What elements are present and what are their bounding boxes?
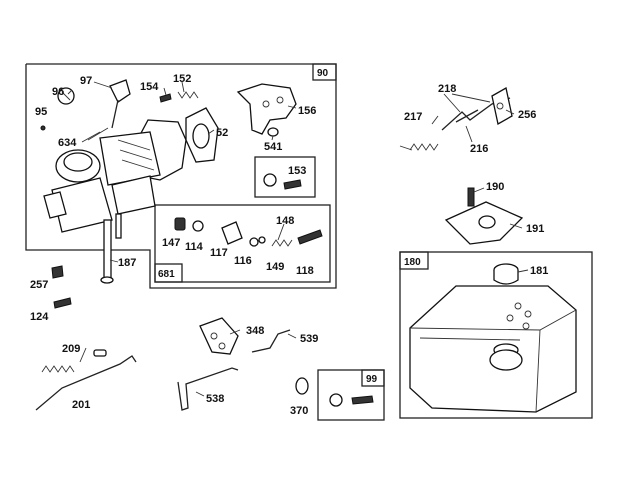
label-124: 124 [30, 311, 49, 323]
choke-lever [109, 79, 131, 103]
nut-99 [329, 393, 343, 407]
label-154: 154 [140, 81, 159, 93]
label-257: 257 [30, 279, 48, 291]
carb-kit-ref: 90 [317, 68, 329, 79]
tank-kit-ref-box [399, 251, 429, 270]
label-149: 149 [266, 261, 284, 273]
screw-257 [51, 265, 64, 279]
screw-95 [40, 125, 46, 131]
seal-kit-parts [174, 217, 323, 247]
label-118: 118 [296, 265, 314, 277]
label-370: 370 [290, 405, 308, 417]
label-96: 96 [52, 86, 64, 98]
label-634: 634 [58, 137, 77, 149]
label-116: 116 [234, 255, 252, 267]
seal-kit-ref: 681 [158, 269, 175, 280]
tank-kit-frame [399, 251, 593, 419]
label-348: 348 [246, 325, 264, 337]
label-148: 148 [276, 215, 294, 227]
seal-kit-ref-box [154, 263, 183, 283]
label-95: 95 [35, 106, 47, 118]
label-114: 114 [185, 241, 204, 253]
label-147: 147 [162, 237, 180, 249]
label-181: 181 [530, 265, 548, 277]
link-539 [251, 329, 291, 353]
label-201: 201 [72, 399, 90, 411]
fastener-kit-ref-box [361, 369, 385, 387]
label-217: 217 [404, 111, 422, 123]
carburetor-body [43, 119, 187, 284]
fuel-tank [409, 263, 577, 413]
washer-541 [267, 127, 279, 137]
label-256: 256 [518, 109, 536, 121]
governor-linkage [399, 86, 513, 151]
carb-kit-ref-box [312, 63, 337, 81]
screw-spring [159, 91, 199, 103]
label-52: 52 [216, 127, 228, 139]
label-539: 539 [300, 333, 318, 345]
label-187: 187 [118, 257, 136, 269]
plate-191 [444, 187, 524, 245]
label-218: 218 [438, 83, 456, 95]
wire-201 [35, 355, 137, 411]
bolt-99 [351, 395, 374, 405]
washer-370 [295, 377, 309, 395]
label-209: 209 [62, 343, 80, 355]
screw-124 [53, 297, 72, 309]
label-152: 152 [173, 73, 191, 85]
label-153: 153 [288, 165, 306, 177]
label-190: 190 [486, 181, 504, 193]
fastener-kit-ref: 99 [366, 374, 378, 385]
label-216: 216 [470, 143, 488, 155]
small-kit-parts [263, 173, 302, 190]
spring-209 [41, 349, 107, 373]
rod-538 [177, 367, 239, 411]
part-labels: 97 96 95 154 152 634 52 156 541 153 148 … [30, 73, 548, 417]
label-156: 156 [298, 105, 316, 117]
label-541: 541 [264, 141, 282, 153]
control-bracket-348 [199, 317, 239, 355]
leader-lines [67, 81, 529, 397]
tank-kit-ref: 180 [404, 257, 421, 268]
label-117: 117 [210, 247, 228, 259]
gasket-52 [185, 107, 219, 163]
bracket-156 [236, 83, 297, 137]
label-538: 538 [206, 393, 224, 405]
small-kit-frame [254, 156, 316, 198]
seal-kit-frame [154, 204, 331, 283]
fastener-kit-frame [317, 369, 385, 421]
label-97: 97 [80, 75, 92, 87]
label-191: 191 [526, 223, 544, 235]
